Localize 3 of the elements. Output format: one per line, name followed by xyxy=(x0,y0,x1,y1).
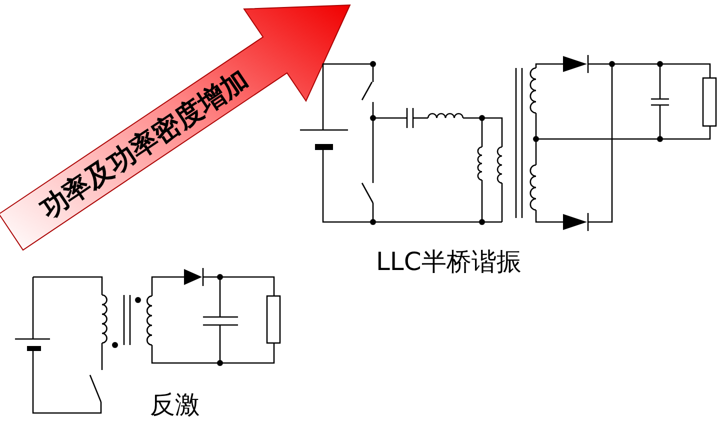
circuit-caption: 反激 xyxy=(150,391,200,418)
arrow-label: 功率及功率密度增加 xyxy=(36,65,252,223)
circuit-caption: LLC半桥谐振 xyxy=(376,248,522,276)
